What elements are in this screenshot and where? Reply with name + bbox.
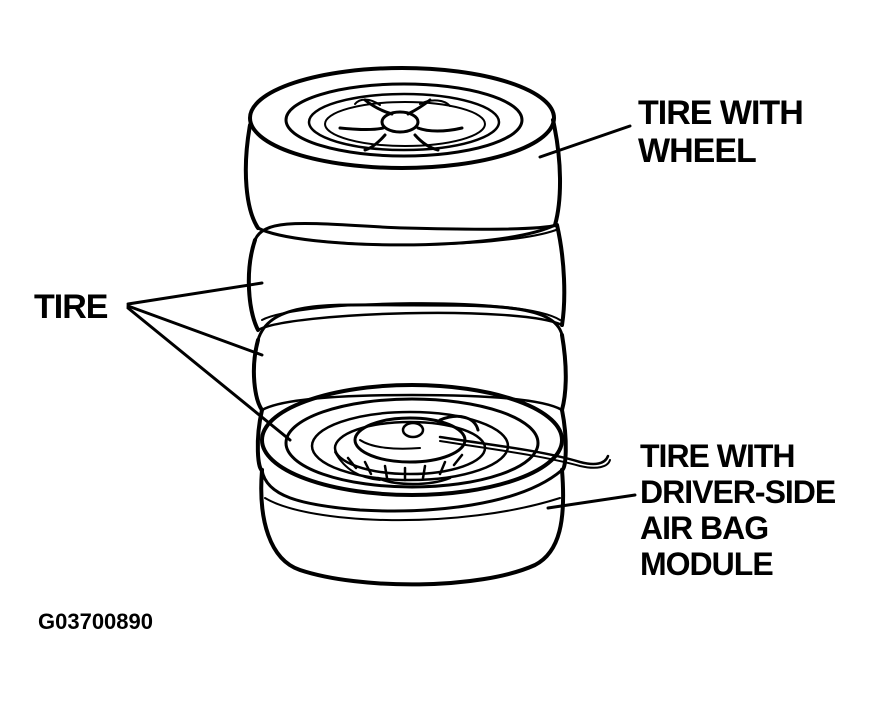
label-line: TIRE WITH (640, 438, 796, 474)
figure-code: G03700890 (38, 611, 153, 633)
leader-tire-upper (126, 281, 264, 306)
figure-code-text: G03700890 (38, 609, 153, 634)
label-tire-with-wheel: TIRE WITH WHEEL (638, 94, 804, 170)
label-tire-with-airbag-module: TIRE WITH DRIVER-SIDE AIR BAG MODULE (640, 438, 836, 582)
label-line: TIRE (34, 288, 108, 326)
label-line: AIR BAG (640, 510, 769, 546)
label-line: DRIVER-SIDE (640, 474, 836, 510)
tire-middle-lower (251, 302, 568, 412)
leader-lines (126, 124, 637, 510)
leader-tire-with-wheel (538, 124, 632, 159)
leader-tire-lower (126, 306, 292, 442)
label-line: WHEEL (638, 132, 757, 170)
bottom-tire (259, 468, 566, 587)
leader-tire-with-airbag (546, 493, 637, 510)
label-line: TIRE WITH (638, 94, 804, 132)
label-tire: TIRE (34, 288, 108, 326)
airbag-module (334, 414, 611, 486)
top-tire-with-wheel (243, 66, 563, 247)
leader-tire-middle (126, 304, 264, 357)
label-line: MODULE (640, 546, 774, 582)
airbag-tire (255, 383, 568, 497)
